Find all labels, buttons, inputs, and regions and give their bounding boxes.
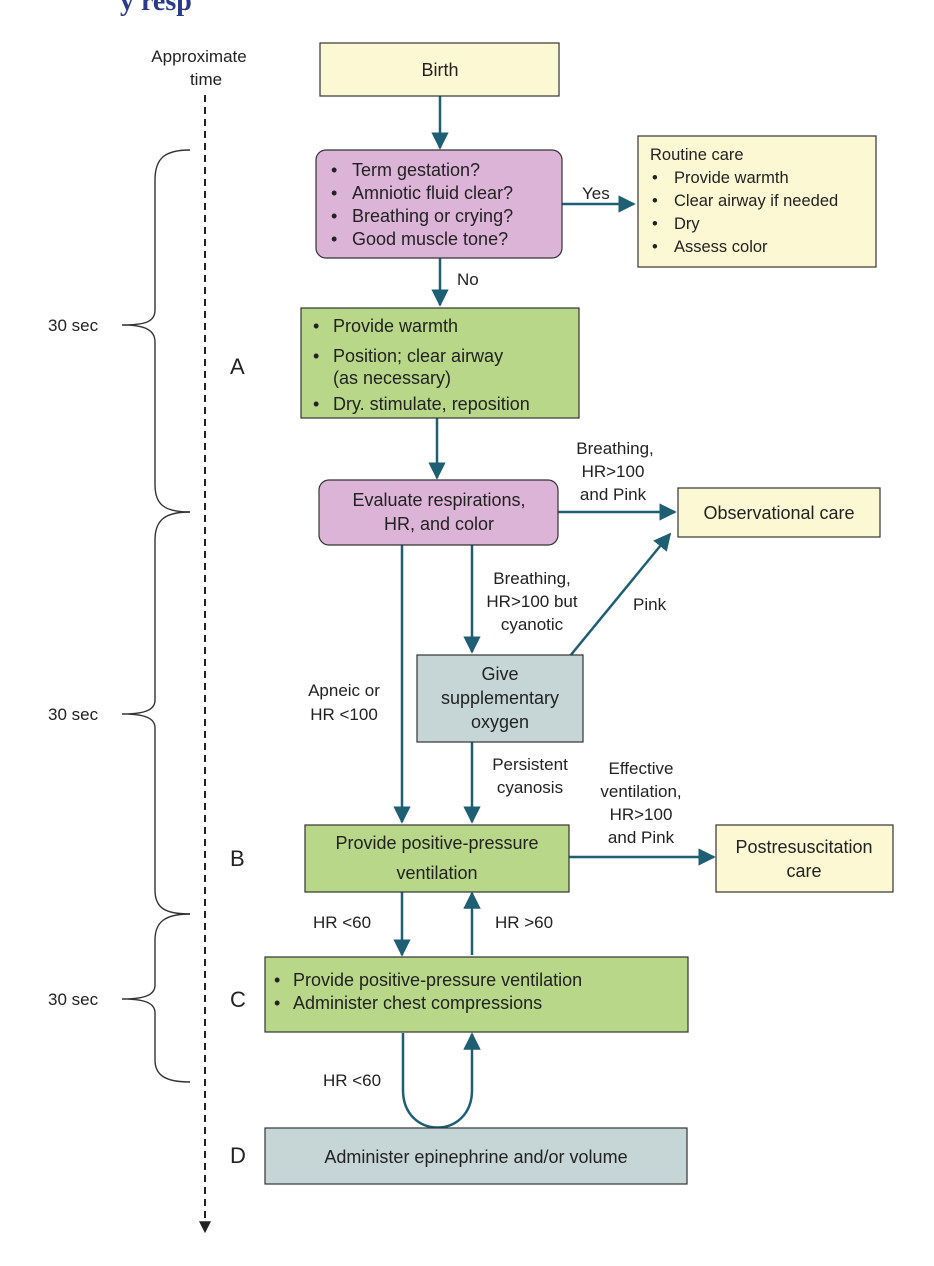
svg-text:•: • bbox=[652, 215, 658, 233]
interval-brace-1 bbox=[121, 149, 191, 513]
node-postresuscitation-care: Postresuscitation care bbox=[715, 824, 894, 893]
edge-label-breathing-pink-3: and Pink bbox=[580, 485, 647, 504]
edge-label-breathing-cyanotic-1: Breathing, bbox=[493, 569, 571, 588]
interval-brace-2 bbox=[121, 511, 191, 915]
edge-label-breathing-cyanotic-3: cyanotic bbox=[501, 615, 564, 634]
node-epinephrine: Administer epinephrine and/or volume bbox=[264, 1127, 688, 1185]
edge-label-breathing-pink-1: Breathing, bbox=[576, 439, 654, 458]
routine-care-title: Routine care bbox=[650, 146, 744, 164]
edge-label-effective-ventilation-3: HR>100 bbox=[610, 805, 673, 824]
svg-text:•: • bbox=[313, 316, 319, 336]
svg-text:•: • bbox=[652, 192, 658, 210]
node-supplementary-oxygen: Give supplementary oxygen bbox=[416, 654, 584, 743]
edge-label-yes: Yes bbox=[582, 184, 610, 203]
compressions-line-2: Administer chest compressions bbox=[293, 993, 542, 1013]
node-birth: Birth bbox=[319, 42, 560, 97]
svg-text:•: • bbox=[274, 993, 280, 1013]
svg-text:•: • bbox=[652, 169, 658, 187]
routine-care-item-3: Dry bbox=[674, 215, 700, 233]
evaluate-line-1: Evaluate respirations, bbox=[352, 490, 525, 510]
edge-label-no: No bbox=[457, 270, 479, 289]
svg-text:•: • bbox=[331, 160, 337, 180]
epinephrine-label: Administer epinephrine and/or volume bbox=[324, 1147, 627, 1167]
step-label-c: C bbox=[230, 987, 246, 1012]
routine-care-item-2: Clear airway if needed bbox=[674, 192, 838, 210]
question-2: Amniotic fluid clear? bbox=[352, 183, 513, 203]
svg-text:•: • bbox=[331, 229, 337, 249]
edge-label-pink: Pink bbox=[633, 595, 667, 614]
node-positive-pressure-ventilation: Provide positive-pressure ventilation bbox=[304, 824, 570, 893]
interval-label-1: 30 sec bbox=[48, 316, 99, 335]
oxygen-line-1: Give bbox=[481, 664, 518, 684]
postresuscitation-line-2: care bbox=[786, 861, 821, 881]
edge-label-apneic-2: HR <100 bbox=[310, 705, 378, 724]
svg-text:•: • bbox=[313, 346, 319, 366]
header-fragment-text: y resp bbox=[120, 0, 192, 17]
initial-step-2: Position; clear airway bbox=[333, 346, 503, 366]
edge-label-apneic-1: Apneic or bbox=[308, 681, 380, 700]
node-initial-steps: •Provide warmth •Position; clear airway … bbox=[300, 307, 580, 419]
edge-epinephrine-loop bbox=[401, 1032, 481, 1129]
question-3: Breathing or crying? bbox=[352, 206, 513, 226]
edge-oxygen-to-observational bbox=[569, 532, 672, 657]
initial-step-2-continued: (as necessary) bbox=[333, 368, 451, 388]
node-observational-care: Observational care bbox=[677, 487, 881, 538]
svg-text:•: • bbox=[652, 238, 658, 256]
step-label-d: D bbox=[230, 1143, 246, 1168]
evaluate-line-2: HR, and color bbox=[384, 514, 494, 534]
timeline-title-line-1: Approximate bbox=[151, 47, 246, 66]
ppv-line-1: Provide positive-pressure bbox=[335, 833, 538, 853]
postresuscitation-line-1: Postresuscitation bbox=[735, 837, 872, 857]
edge-label-persistent-cyanosis-2: cyanosis bbox=[497, 778, 563, 797]
step-label-a: A bbox=[230, 354, 245, 379]
node-initial-questions: •Term gestation? •Amniotic fluid clear? … bbox=[315, 149, 563, 259]
edge-label-hr-gt-60: HR >60 bbox=[495, 913, 553, 932]
edge-label-breathing-pink-2: HR>100 bbox=[582, 462, 645, 481]
oxygen-line-2: supplementary bbox=[441, 688, 559, 708]
edge-label-effective-ventilation-1: Effective bbox=[609, 759, 674, 778]
observational-care-label: Observational care bbox=[703, 503, 854, 523]
node-ppv-and-compressions: • Provide positive-pressure ventilation •… bbox=[264, 956, 689, 1033]
node-routine-care: Routine care • Provide warmth • Clear airw… bbox=[637, 135, 877, 268]
question-1: Term gestation? bbox=[352, 160, 480, 180]
timeline: Approximate time 30 sec 30 sec 30 sec bbox=[48, 47, 247, 1234]
edge-label-hr-lt-60-lower: HR <60 bbox=[323, 1071, 381, 1090]
oxygen-line-3: oxygen bbox=[471, 712, 529, 732]
edge-label-effective-ventilation-4: and Pink bbox=[608, 828, 675, 847]
interval-label-2: 30 sec bbox=[48, 705, 99, 724]
node-evaluate: Evaluate respirations, HR, and color bbox=[318, 479, 559, 546]
question-4: Good muscle tone? bbox=[352, 229, 508, 249]
initial-step-3: Dry. stimulate, reposition bbox=[333, 394, 530, 414]
interval-label-3: 30 sec bbox=[48, 990, 99, 1009]
svg-text:•: • bbox=[331, 206, 337, 226]
initial-step-1: Provide warmth bbox=[333, 316, 458, 336]
svg-text:•: • bbox=[274, 970, 280, 990]
edge-label-effective-ventilation-2: ventilation, bbox=[600, 782, 681, 801]
timeline-title-line-2: time bbox=[190, 70, 222, 89]
routine-care-item-1: Provide warmth bbox=[674, 169, 789, 187]
edge-label-persistent-cyanosis-1: Persistent bbox=[492, 755, 568, 774]
edge-labels: Yes No Breathing, HR>100 and Pink Breath… bbox=[308, 184, 682, 1090]
routine-care-item-4: Assess color bbox=[674, 238, 768, 256]
step-label-b: B bbox=[230, 846, 245, 871]
edge-label-hr-lt-60-upper: HR <60 bbox=[313, 913, 371, 932]
edge-label-breathing-cyanotic-2: HR>100 but bbox=[486, 592, 577, 611]
connectors bbox=[393, 96, 716, 1129]
node-birth-label: Birth bbox=[421, 60, 458, 80]
header-fragment: y resp bbox=[0, 0, 934, 30]
svg-text:•: • bbox=[313, 394, 319, 414]
interval-brace-3 bbox=[121, 913, 191, 1083]
svg-text:•: • bbox=[331, 183, 337, 203]
ppv-line-2: ventilation bbox=[396, 863, 477, 883]
compressions-line-1: Provide positive-pressure ventilation bbox=[293, 970, 582, 990]
